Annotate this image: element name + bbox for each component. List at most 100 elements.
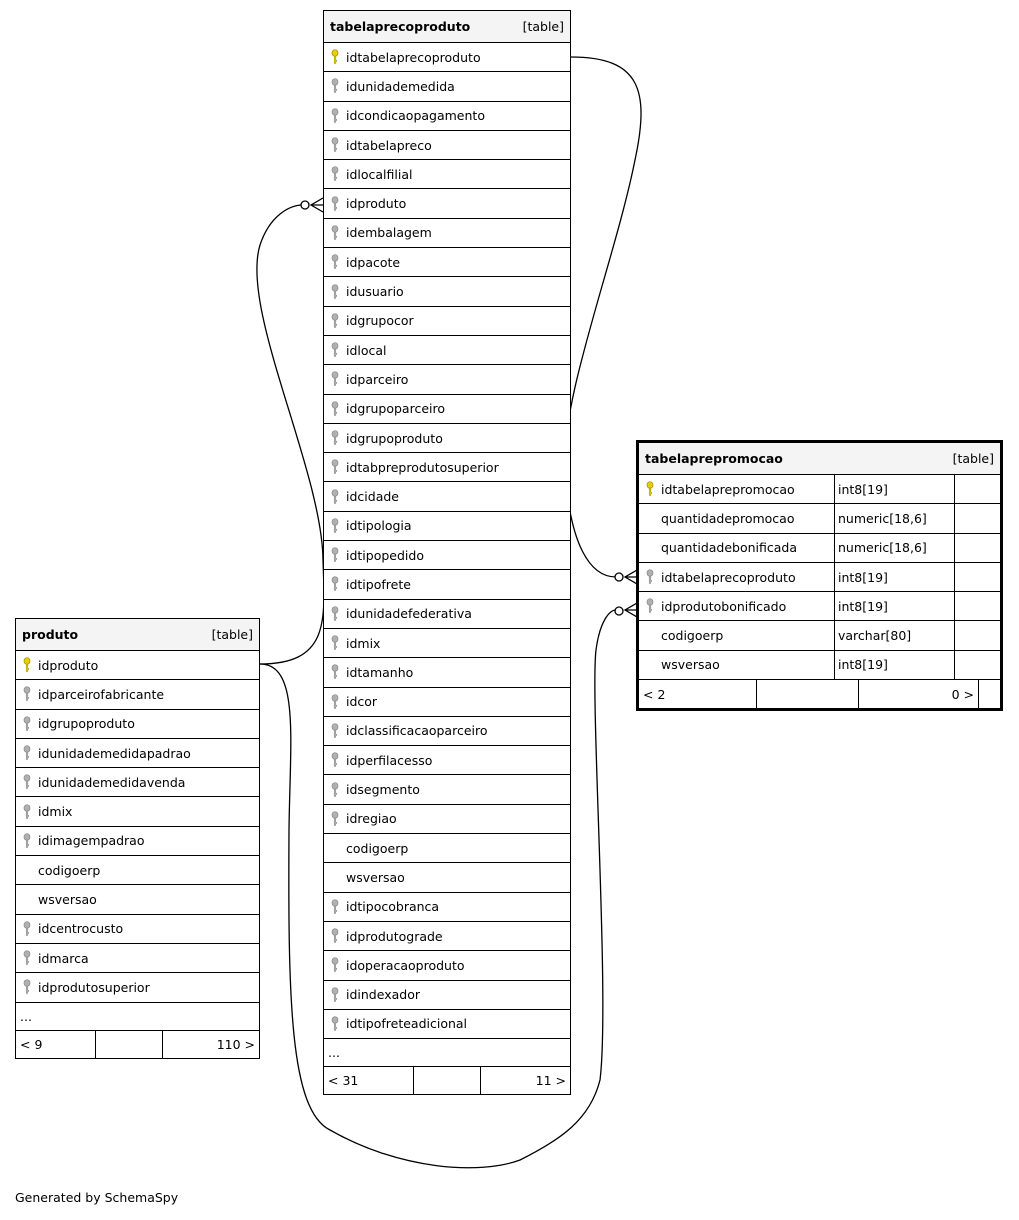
column-row[interactable]: idgrupocor [324,307,570,336]
foreign-key-icon [324,576,346,592]
column-row[interactable]: idunidademedidapadrao [16,739,259,769]
column-row[interactable]: codigoerp [324,834,570,864]
column-row[interactable]: idsegmento [324,775,570,805]
column-row[interactable]: wsversao [16,885,259,915]
column-row[interactable]: idimagempadrao [16,827,259,857]
column-row[interactable]: idoperacaoproduto [324,951,570,981]
column-row[interactable]: wsversao [324,863,570,893]
column-row[interactable]: idlocal [324,336,570,366]
generator-credit: Generated by SchemaSpy [15,1190,179,1205]
column-row[interactable]: idparceiro [324,365,570,395]
column-row[interactable]: idmarca [16,944,259,974]
column-row[interactable]: idperfilacesso [324,746,570,776]
column-row[interactable]: idtipologia [324,512,570,542]
column-row[interactable]: idcentrocusto [16,915,259,944]
column-row[interactable]: idproduto [324,189,570,219]
primary-key-icon [639,481,661,497]
column-row[interactable]: idprodutograde [324,922,570,952]
column-row[interactable]: idindexador [324,981,570,1010]
foreign-key-icon [16,716,38,732]
foreign-key-icon [16,803,38,820]
column-row[interactable]: idgrupoproduto [324,424,570,454]
column-name: idunidademedidapadrao [38,745,191,761]
column-row[interactable]: idtipopedido [324,541,570,571]
column-row[interactable]: idprodutosuperior [16,973,259,1003]
column-row[interactable]: idmix [324,629,570,659]
column-name: idlocal [346,342,387,358]
column-name: codigoerp [661,628,724,644]
column-row[interactable]: codigoerp varchar[80] [639,621,1000,651]
crowfoot-tpr-idprodutobonificado [623,602,638,618]
column-name: idgrupoproduto [38,716,135,732]
column-name: wsversao [661,657,720,673]
table-tabelaprecoproduto[interactable]: tabelaprecoproduto [table] idtabelapreco… [323,10,571,1096]
table-header: tabelaprecoproduto [table] [324,11,570,43]
column-row[interactable]: idunidademedida [324,72,570,102]
column-row[interactable]: idtipofrete [324,570,570,600]
column-name: idpacote [346,254,401,270]
column-name: idcor [346,694,378,710]
link-tpp-to-tpr-idtabelaprecoproduto [564,56,642,578]
primary-key-icon [324,49,346,65]
column-row[interactable]: idtipofreteadicional [324,1010,570,1040]
table-name: tabelaprecoproduto [330,19,471,34]
column-name: idcondicaopagamento [346,108,485,124]
footer-parents-count[interactable]: < 9 [16,1030,96,1058]
column-row[interactable]: idpacote [324,248,570,278]
column-name: idtabelaprecoproduto [661,569,796,585]
column-row[interactable]: idproduto [16,651,259,681]
column-row[interactable]: idclassificacaoparceiro [324,717,570,747]
footer-middle [96,1030,163,1058]
column-name: idembalagem [346,225,432,241]
foreign-key-icon [324,986,346,1003]
column-name: idtipocobranca [346,899,440,915]
column-row[interactable]: idregiao [324,805,570,835]
column-row[interactable]: idgrupoproduto [16,710,259,739]
column-row[interactable]: idunidadefederativa [324,600,570,629]
column-name: idunidademedidavenda [38,774,186,790]
column-name: wsversao [346,869,405,885]
footer-parents-count[interactable]: < 31 [324,1067,414,1095]
column-type: int8[19] [835,592,955,621]
column-type: varchar[80] [835,621,955,650]
column-name: idproduto [38,657,99,673]
table-footer: < 31 11 > [324,1067,570,1095]
column-row[interactable]: idgrupoparceiro [324,395,570,424]
footer-children-count[interactable]: 110 > [216,1036,255,1052]
column-row[interactable]: idcondicaopagamento [324,102,570,131]
column-row[interactable]: idtabelaprecoproduto [324,43,570,73]
table-tabelaprepromocao[interactable]: tabelaprepromocao [table] idtabelaprepro… [636,440,1003,712]
foreign-key-icon [324,635,346,651]
column-row[interactable]: idusuario [324,277,570,307]
footer-parents-count[interactable]: < 2 [639,680,757,709]
foreign-key-icon [324,781,346,798]
column-row[interactable]: idtabpreprodutosuperior [324,453,570,483]
footer-children-count[interactable]: 0 > [951,686,974,702]
column-name-cell: idtabelaprepromocao [639,475,835,504]
table-kind: [table] [522,19,564,34]
column-row[interactable]: idlocalfilial [324,160,570,190]
column-row[interactable]: idmix [16,797,259,827]
column-name: idtabelaprepromocao [661,481,795,497]
column-row[interactable]: idtabelapreco [324,131,570,161]
column-row[interactable]: idtipocobranca [324,893,570,922]
column-row[interactable]: codigoerp [16,856,259,886]
column-name: idtipofrete [346,576,411,592]
column-row[interactable]: idunidademedidavenda [16,768,259,798]
foreign-key-icon [16,745,38,761]
column-row[interactable]: idparceirofabricante [16,680,259,710]
column-row[interactable]: idcidade [324,482,570,512]
footer-middle [757,680,859,709]
footer-children-count[interactable]: 11 > [535,1073,566,1089]
column-row[interactable]: idembalagem [324,219,570,249]
foreign-key-icon [324,664,346,680]
column-row[interactable]: idtamanho [324,658,570,688]
column-row[interactable]: idcor [324,688,570,717]
